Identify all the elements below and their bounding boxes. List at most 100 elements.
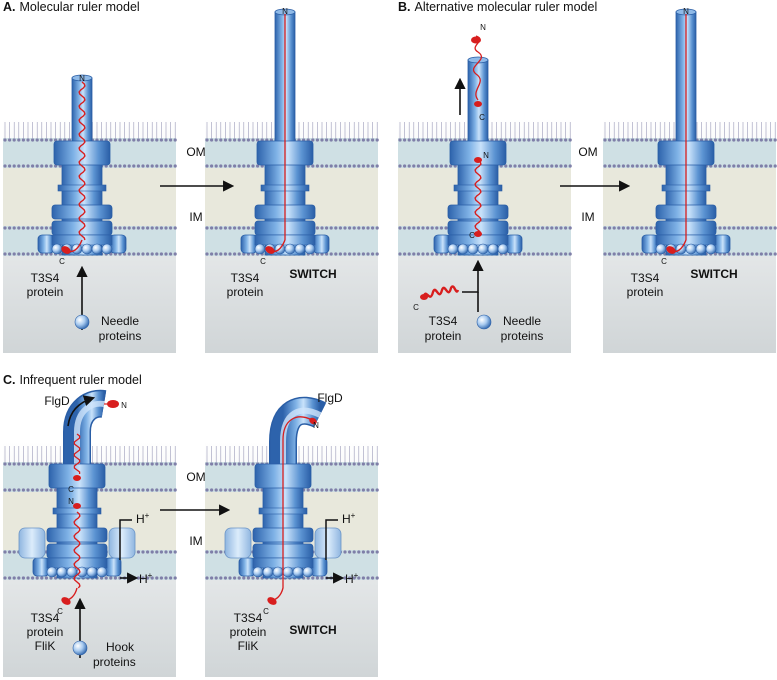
lipid-head <box>127 164 131 168</box>
lipid-head <box>764 226 768 230</box>
lipid-head <box>118 164 122 168</box>
lipid-head <box>49 138 53 142</box>
lipid-head <box>35 462 39 466</box>
lipid-head <box>150 462 154 466</box>
lipid-head <box>30 576 35 580</box>
c-terminus-label: C <box>479 113 485 122</box>
lipid-head <box>219 252 223 256</box>
lipid-head <box>44 462 49 466</box>
lipid-head <box>750 138 754 142</box>
lipid-head <box>727 164 731 168</box>
lipid-head <box>155 138 159 142</box>
lipid-head <box>398 226 402 230</box>
lipid-head <box>361 252 365 256</box>
lipid-head <box>343 226 347 230</box>
lipid-head <box>773 138 777 142</box>
c-terminus-label: C <box>263 607 269 616</box>
export-subunit <box>497 243 509 255</box>
lipid-head <box>375 576 379 580</box>
lipid-head <box>205 462 209 466</box>
flgd-arrow <box>67 395 96 427</box>
lipid-head <box>256 488 260 492</box>
lipid-head <box>612 164 616 168</box>
lipid-head <box>759 252 764 256</box>
lipid-head <box>242 226 246 230</box>
lipid-head <box>325 488 329 492</box>
lipid-head <box>210 226 214 230</box>
lipid-head <box>136 462 140 466</box>
lipid-head <box>564 252 568 256</box>
protein-label: protein <box>27 625 64 639</box>
lipid-head <box>635 138 639 142</box>
lipid-head <box>531 252 536 256</box>
export-subunit <box>685 243 697 255</box>
needle-tip <box>71 74 93 82</box>
lipid-head <box>12 488 16 492</box>
lipid-head <box>251 488 255 492</box>
lipid-head <box>164 576 168 580</box>
platform-lobe <box>310 557 328 577</box>
lipid-head <box>718 164 722 168</box>
lipid-head <box>612 226 616 230</box>
lipid-head <box>320 226 324 230</box>
ruler-n-domain <box>474 157 482 163</box>
lipid-head <box>435 164 439 168</box>
lipid-head <box>228 138 232 142</box>
lipid-head <box>357 138 361 142</box>
lipid-head <box>246 576 250 580</box>
lipid-head <box>375 226 379 230</box>
lipid-head <box>371 252 375 256</box>
lipid-head <box>159 550 163 554</box>
lipid-head <box>371 226 375 230</box>
ruler-n-domain <box>73 503 81 509</box>
lipid-head <box>375 164 379 168</box>
n-terminus-label: N <box>483 151 489 160</box>
lipid-head <box>621 226 626 230</box>
lipid-head <box>357 550 361 554</box>
lipid-head <box>732 252 736 256</box>
lipid-head <box>723 226 727 230</box>
lipid-head <box>741 226 745 230</box>
lipid-head <box>210 138 214 142</box>
lipid-head <box>223 164 227 168</box>
lipid-head <box>173 164 177 168</box>
lipid-head <box>612 252 616 256</box>
lipid-head <box>550 164 554 168</box>
lipid-head <box>21 462 25 466</box>
lipid-head <box>338 226 342 230</box>
lipid-head <box>435 226 439 230</box>
lipid-head <box>123 252 127 256</box>
lipid-head <box>136 138 140 142</box>
t3s4-label: T3S4 <box>631 271 660 285</box>
lipid-head <box>141 488 145 492</box>
lipid-head <box>412 164 416 168</box>
lipid-head <box>109 462 113 466</box>
export-subunit <box>487 243 499 255</box>
lipid-head <box>205 252 209 256</box>
lipid-head <box>223 462 227 466</box>
lipid-head <box>357 226 361 230</box>
lipid-head <box>741 138 745 142</box>
lipid-head <box>649 226 653 230</box>
lipid-head <box>8 226 12 230</box>
lipid-head <box>100 488 104 492</box>
n-terminus-label: N <box>79 74 85 83</box>
lipid-head <box>233 164 237 168</box>
lipid-head <box>150 550 154 554</box>
lipid-head <box>311 138 315 142</box>
lipid-head <box>329 164 333 168</box>
lipid-head <box>21 252 25 256</box>
protein-label: protein <box>230 625 267 639</box>
flgd-protein <box>107 400 119 408</box>
lipid-head <box>256 164 260 168</box>
platform-lobe <box>104 557 122 577</box>
export-subunit <box>101 243 113 255</box>
lipid-head <box>49 164 53 168</box>
im-label: IM <box>189 210 202 224</box>
lipid-head <box>407 164 411 168</box>
proteins-label: proteins <box>99 329 142 343</box>
lipid-head <box>164 252 168 256</box>
lipid-head <box>8 138 12 142</box>
lipid-head <box>155 164 159 168</box>
